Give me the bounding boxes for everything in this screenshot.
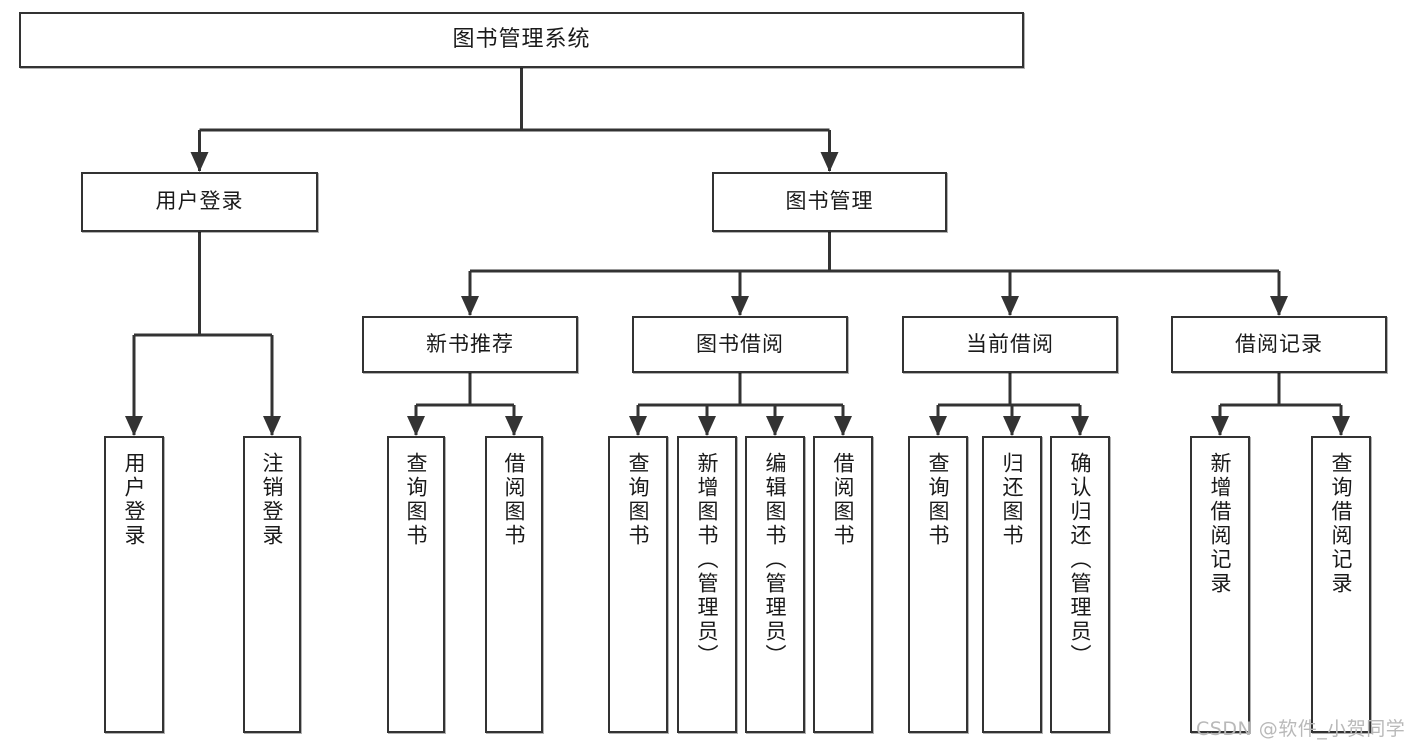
node-label: 借阅图书 [502, 452, 527, 548]
node-leaf-query-book-1[interactable]: 查询图书 [387, 436, 445, 733]
node-borrow-record[interactable]: 借阅记录 [1171, 316, 1387, 373]
node-label: 查询图书 [926, 452, 951, 548]
arrow-head-icon-leaf-return-book [1003, 416, 1021, 436]
arrow-head-icon-user-login [190, 152, 209, 172]
node-label: 借阅图书 [831, 452, 856, 548]
node-user-login[interactable]: 用户登录 [81, 172, 318, 232]
node-label: 用户登录 [122, 452, 147, 548]
node-leaf-user-login[interactable]: 用户登录 [104, 436, 164, 733]
arrow-head-icon-leaf-query-record [1332, 416, 1350, 436]
arrow-head-icon-leaf-add-book [698, 416, 716, 436]
node-current-borrow[interactable]: 当前借阅 [902, 316, 1118, 373]
node-label: 确认归还（管理员） [1068, 452, 1093, 668]
node-label: 图书管理 [785, 189, 874, 214]
node-label: 新增借阅记录 [1208, 452, 1233, 596]
node-label: 当前借阅 [966, 331, 1054, 356]
node-leaf-user-logout[interactable]: 注销登录 [243, 436, 301, 733]
arrow-head-icon-leaf-confirm-return [1071, 416, 1089, 436]
arrow-head-icon-new-book-rec [461, 296, 479, 316]
node-label: 新书推荐 [426, 331, 514, 356]
node-book-borrow[interactable]: 图书借阅 [632, 316, 848, 373]
node-root[interactable]: 图书管理系统 [19, 12, 1024, 68]
arrow-head-icon-leaf-query-book-3 [929, 416, 947, 436]
arrow-head-icon-leaf-user-login [125, 416, 143, 436]
node-label: 注销登录 [260, 452, 285, 548]
node-leaf-add-record[interactable]: 新增借阅记录 [1190, 436, 1250, 733]
node-label: 归还图书 [1000, 452, 1025, 548]
node-label: 查询借阅记录 [1329, 452, 1354, 596]
arrow-head-icon-leaf-add-record [1211, 416, 1229, 436]
node-label: 编辑图书（管理员） [763, 452, 788, 668]
arrow-head-icon-leaf-edit-book [766, 416, 784, 436]
node-label: 查询图书 [626, 452, 651, 548]
arrow-head-icon-book-manage [820, 152, 839, 172]
node-label: 查询图书 [404, 452, 429, 548]
node-book-manage[interactable]: 图书管理 [712, 172, 947, 232]
node-label: 新增图书（管理员） [695, 452, 720, 668]
node-leaf-confirm-return[interactable]: 确认归还（管理员） [1050, 436, 1110, 733]
node-label: 图书管理系统 [452, 26, 591, 52]
arrow-head-icon-leaf-borrow-book-1 [505, 416, 523, 436]
arrow-head-icon-book-borrow [731, 296, 749, 316]
node-label: 用户登录 [155, 189, 244, 214]
node-leaf-query-book-3[interactable]: 查询图书 [908, 436, 968, 733]
arrow-head-icon-borrow-record [1270, 296, 1288, 316]
arrow-head-icon-leaf-query-book-1 [407, 416, 425, 436]
arrow-head-icon-leaf-query-book-2 [629, 416, 647, 436]
node-leaf-borrow-book-1[interactable]: 借阅图书 [485, 436, 543, 733]
node-label: 借阅记录 [1235, 331, 1323, 356]
node-leaf-edit-book[interactable]: 编辑图书（管理员） [745, 436, 805, 733]
arrow-head-icon-current-borrow [1001, 296, 1019, 316]
node-label: 图书借阅 [696, 331, 784, 356]
node-leaf-query-record[interactable]: 查询借阅记录 [1311, 436, 1371, 733]
arrow-head-icon-leaf-user-logout [263, 416, 281, 436]
node-leaf-query-book-2[interactable]: 查询图书 [608, 436, 668, 733]
node-new-book-rec[interactable]: 新书推荐 [362, 316, 578, 373]
node-leaf-return-book[interactable]: 归还图书 [982, 436, 1042, 733]
arrow-head-icon-leaf-borrow-book-2 [834, 416, 852, 436]
node-leaf-borrow-book-2[interactable]: 借阅图书 [813, 436, 873, 733]
node-leaf-add-book[interactable]: 新增图书（管理员） [677, 436, 737, 733]
